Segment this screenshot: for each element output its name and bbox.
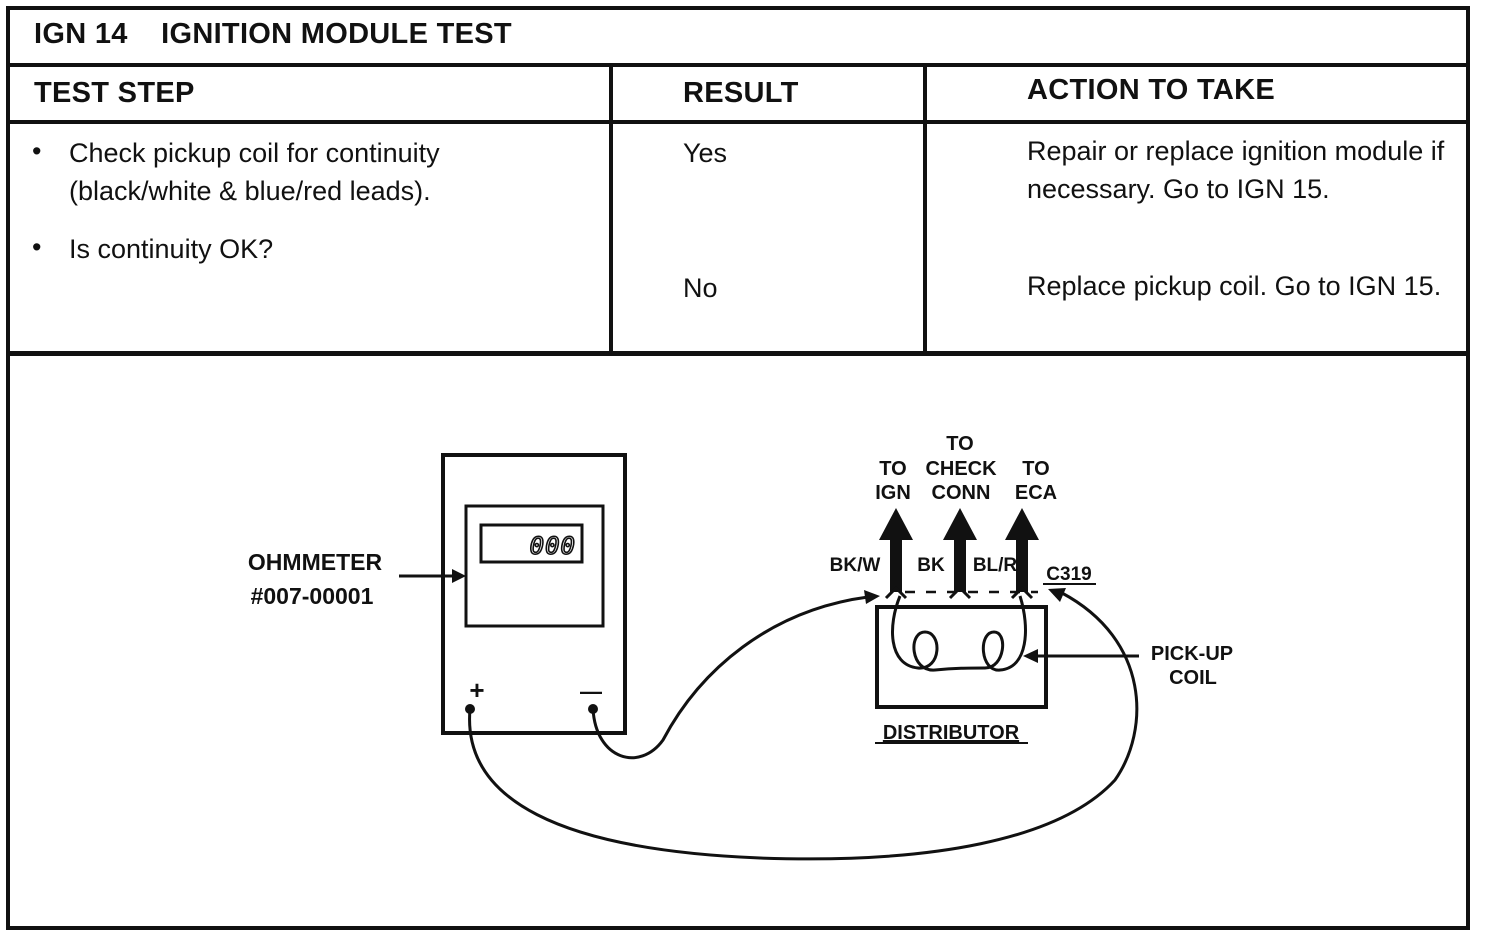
test-step-1: Check pickup coil for continuity (black/… — [69, 138, 440, 206]
ohmmeter-pointer-head — [452, 569, 466, 583]
minus-terminal-label: — — [580, 679, 602, 704]
connector-pin-3 — [1010, 585, 1034, 600]
bullet-2: • — [32, 232, 42, 262]
test-step-2: Is continuity OK? — [69, 234, 274, 264]
to-check-label-3: CONN — [932, 482, 991, 504]
negative-lead-tip — [864, 590, 880, 604]
connector-pin-1 — [884, 585, 908, 600]
header-result: RESULT — [683, 77, 799, 109]
page-title: IGN 14 IGNITION MODULE TEST — [34, 18, 512, 51]
to-eca-label-2: ECA — [1015, 482, 1057, 504]
to-check-label-1: TO — [946, 433, 973, 455]
plus-terminal-label: + — [469, 675, 484, 705]
readout-digits: 000 — [530, 532, 576, 560]
ohmmeter-part-number: #007-00001 — [251, 583, 374, 609]
to-eca-label-1: TO — [1022, 458, 1049, 480]
positive-lead-tip — [1048, 588, 1066, 602]
pickup-coil — [891, 595, 1027, 672]
arrow-to-ign — [879, 508, 913, 592]
positive-test-lead — [468, 591, 1139, 861]
ohmmeter-label: OHMMETER — [248, 549, 383, 575]
ohmmeter-body — [441, 453, 627, 735]
to-check-label-2: CHECK — [925, 458, 997, 480]
column-divider-1 — [609, 63, 613, 355]
test-title: IGNITION MODULE TEST — [161, 18, 512, 50]
pickup-label-1: PICK-UP — [1151, 643, 1233, 665]
rule-under-title — [6, 63, 1470, 67]
action-yes: Repair or replace ignition module if nec… — [1027, 136, 1445, 204]
rule-under-headers — [6, 120, 1470, 124]
test-code: IGN 14 — [34, 18, 128, 50]
lead-bkw-label: BK/W — [830, 555, 881, 576]
connector-label: C319 — [1046, 564, 1091, 585]
distributor-label: DISTRIBUTOR — [883, 722, 1020, 744]
result-no: No — [683, 273, 718, 303]
result-yes: Yes — [683, 138, 728, 168]
bullet-1: • — [32, 136, 42, 166]
header-test-step: TEST STEP — [34, 77, 195, 109]
ohmmeter-display-panel — [464, 504, 605, 628]
header-action: ACTION TO TAKE — [1027, 74, 1276, 106]
rule-under-rows — [6, 351, 1470, 356]
pickup-pointer-head — [1023, 649, 1038, 663]
to-ign-label-1: TO — [879, 458, 906, 480]
negative-test-lead — [591, 595, 869, 760]
page-frame — [6, 6, 1470, 930]
ohmmeter-readout — [479, 523, 584, 564]
action-no: Replace pickup coil. Go to IGN 15. — [1027, 271, 1442, 301]
arrow-to-eca — [1005, 508, 1039, 592]
lead-bk-label: BK — [917, 555, 945, 576]
to-ign-label-2: IGN — [875, 482, 911, 504]
connector-pin-2 — [948, 585, 972, 600]
lead-blr-label: BL/R — [973, 555, 1018, 576]
pickup-label-2: COIL — [1169, 667, 1217, 689]
arrow-to-check-conn — [943, 508, 977, 592]
column-divider-2 — [923, 63, 927, 355]
